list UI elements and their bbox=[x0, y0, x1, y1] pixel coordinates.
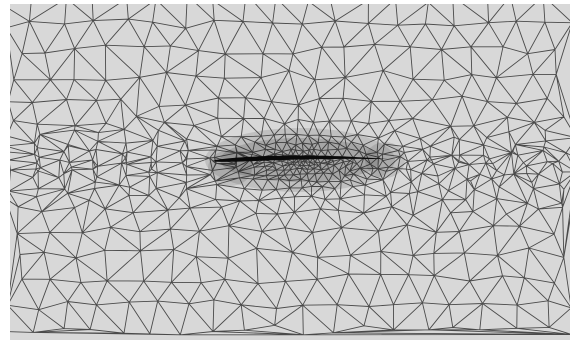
refinement-zone bbox=[205, 128, 395, 192]
refinement-zone bbox=[365, 142, 405, 178]
triangular-mesh bbox=[10, 4, 570, 336]
refinement-zone bbox=[208, 150, 252, 186]
refinement-zone bbox=[220, 138, 380, 182]
mesh-edges bbox=[10, 4, 570, 336]
airfoil-body bbox=[212, 155, 388, 162]
